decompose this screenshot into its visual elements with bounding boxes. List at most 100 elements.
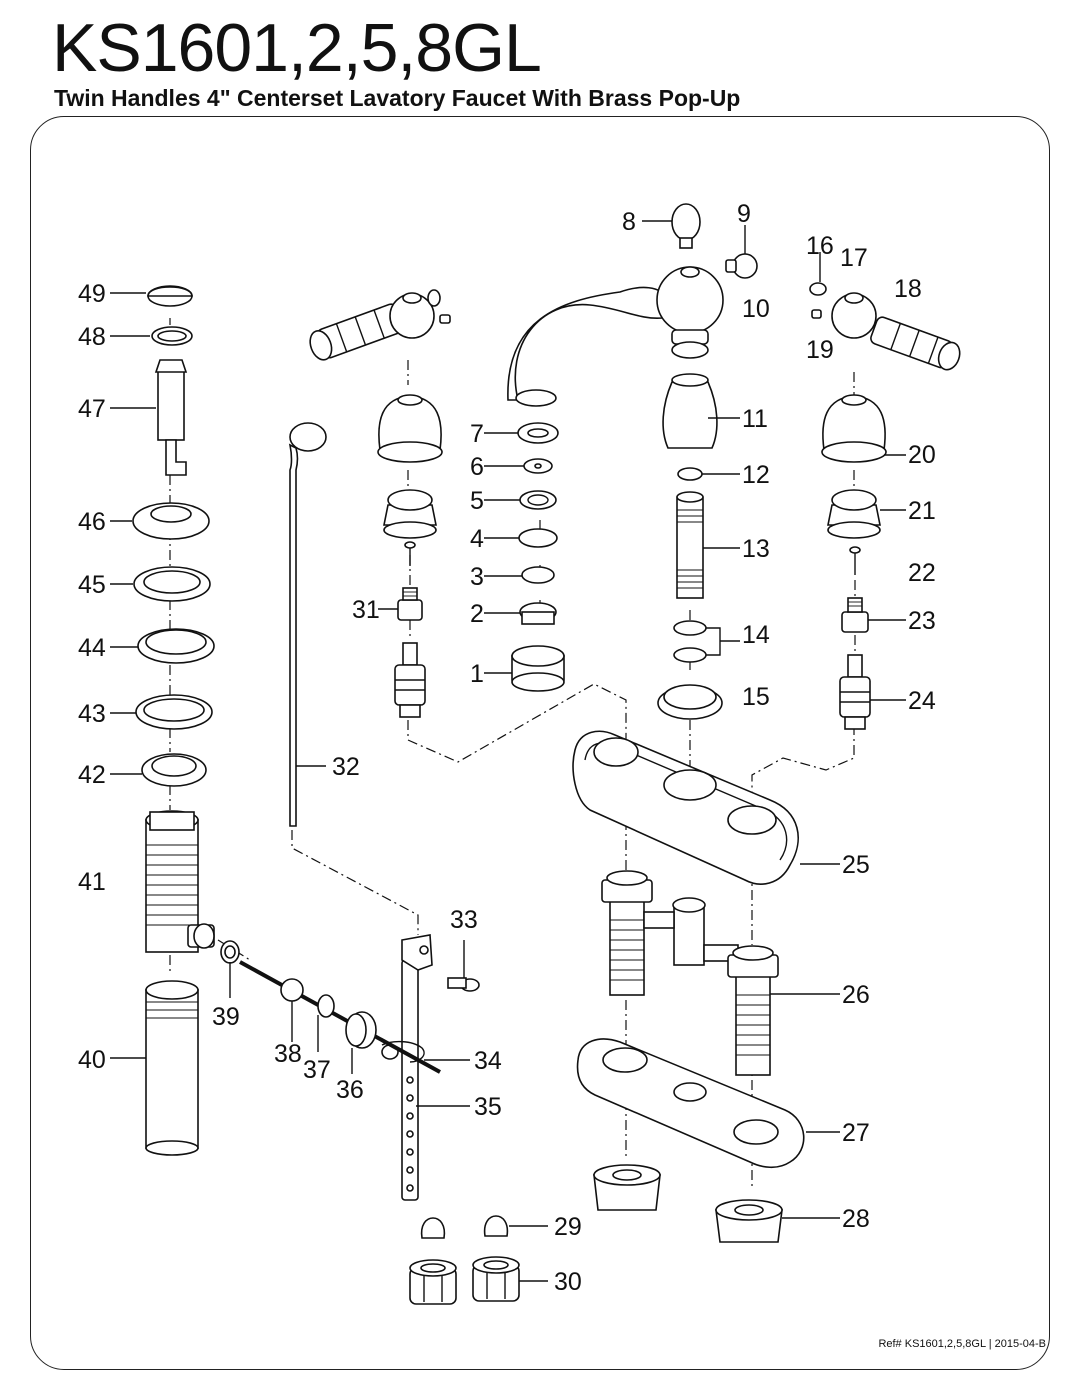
right-handle-assembly <box>809 282 961 730</box>
part-number-labels: 1 2 3 4 5 6 7 8 9 10 11 12 13 14 15 16 1… <box>78 200 936 1296</box>
part-label-26: 26 <box>842 981 870 1009</box>
part-1-aerator-body <box>511 645 565 692</box>
part-label-24: 24 <box>908 687 936 715</box>
part-45-gasket <box>133 566 211 602</box>
part-20-escutcheon-cap <box>821 394 887 463</box>
part-16-screw <box>809 282 827 296</box>
part-label-14: 14 <box>742 621 770 649</box>
part-label-44: 44 <box>78 634 106 662</box>
part-label-6: 6 <box>470 453 484 481</box>
supply-connectors <box>409 1215 520 1305</box>
left-escutcheon-cap <box>377 394 443 463</box>
part-28-mounting-nuts <box>593 1164 783 1243</box>
leader-lines <box>110 220 906 1282</box>
part-label-23: 23 <box>908 607 936 635</box>
part-label-5: 5 <box>470 487 484 515</box>
left-cartridge <box>394 642 426 718</box>
part-2-insert <box>519 602 557 625</box>
part-29-sleeve-right <box>483 1215 509 1237</box>
left-bonnet-nut <box>383 489 437 539</box>
part-40-tailpiece <box>145 980 199 1156</box>
part-31-stem-adapter <box>397 587 423 621</box>
part-label-35: 35 <box>474 1093 502 1121</box>
part-42-locknut <box>141 753 207 787</box>
part-8-finial <box>671 203 701 249</box>
part-25-base-plate <box>572 730 799 885</box>
part-label-15: 15 <box>742 683 770 711</box>
part-36-pivot-nut <box>345 1011 377 1049</box>
part-12-o-ring <box>677 467 703 481</box>
part-label-47: 47 <box>78 395 106 423</box>
part-49-stopper-cap <box>147 285 193 307</box>
product-subtitle: Twin Handles 4" Centerset Lavatory Fauce… <box>54 85 741 111</box>
part-label-32: 32 <box>332 753 360 781</box>
part-33-thumb-screw <box>447 977 480 992</box>
lift-rod-linkage <box>239 422 480 1201</box>
part-label-2: 2 <box>470 600 484 628</box>
part-26-valve-body <box>601 870 779 1076</box>
part-label-3: 3 <box>470 563 484 591</box>
part-label-16: 16 <box>806 232 834 260</box>
part-label-29: 29 <box>554 1213 582 1241</box>
part-label-28: 28 <box>842 1205 870 1233</box>
part-label-20: 20 <box>908 441 936 469</box>
part-label-1: 1 <box>470 660 484 688</box>
part-label-46: 46 <box>78 508 106 536</box>
part-label-7: 7 <box>470 420 484 448</box>
left-lever-handle <box>309 303 405 361</box>
part-41-drain-body <box>145 810 215 953</box>
pop-up-drain-assembly <box>132 285 240 1156</box>
part-label-34: 34 <box>474 1047 502 1075</box>
part-30-nut-left <box>409 1259 457 1305</box>
part-47-stopper <box>154 359 188 476</box>
part-27-gasket-plate <box>576 1038 805 1169</box>
part-13-shank <box>676 491 704 599</box>
part-30-nut-right <box>472 1256 520 1302</box>
part-label-43: 43 <box>78 700 106 728</box>
part-label-25: 25 <box>842 851 870 879</box>
diagram-frame <box>30 116 1050 1370</box>
spout-assembly <box>507 203 758 720</box>
part-label-19: 19 <box>806 336 834 364</box>
part-label-22: 22 <box>908 559 936 587</box>
part-label-11: 11 <box>742 405 768 433</box>
part-label-13: 13 <box>742 535 770 563</box>
part-label-37: 37 <box>303 1056 331 1084</box>
part-label-8: 8 <box>622 208 636 236</box>
part-label-10: 10 <box>742 295 770 323</box>
part-35-clevis-strap <box>401 934 433 1201</box>
part-label-42: 42 <box>78 761 106 789</box>
part-19-set-screw <box>811 309 822 319</box>
part-4-ring <box>518 528 558 548</box>
part-label-17: 17 <box>840 244 868 272</box>
part-label-31: 31 <box>352 596 380 624</box>
part-label-33: 33 <box>450 906 478 934</box>
part-label-40: 40 <box>78 1046 106 1074</box>
part-label-30: 30 <box>554 1268 582 1296</box>
part-15-gasket <box>657 684 723 720</box>
part-21-bonnet-nut <box>827 489 881 539</box>
part-39-washer <box>220 940 240 964</box>
part-48-o-ring <box>151 326 193 346</box>
faucet-body <box>572 730 805 1243</box>
part-label-38: 38 <box>274 1040 302 1068</box>
part-label-45: 45 <box>78 571 106 599</box>
part-label-49: 49 <box>78 280 106 308</box>
part-label-36: 36 <box>336 1076 364 1104</box>
part-11-sleeve <box>662 373 718 449</box>
part-43-gasket <box>135 694 213 730</box>
part-32-lift-rod <box>288 422 327 827</box>
part-label-21: 21 <box>908 497 936 525</box>
part-label-4: 4 <box>470 525 484 553</box>
part-46-flange <box>132 502 210 540</box>
part-22-screw <box>849 546 861 575</box>
part-29-sleeve-left <box>420 1217 446 1239</box>
part-label-48: 48 <box>78 323 106 351</box>
part-label-12: 12 <box>742 461 770 489</box>
part-label-18: 18 <box>894 275 922 303</box>
left-handle-assembly <box>309 289 451 718</box>
part-label-27: 27 <box>842 1119 870 1147</box>
part-9-button <box>725 253 758 279</box>
part-44-washer <box>137 628 215 664</box>
